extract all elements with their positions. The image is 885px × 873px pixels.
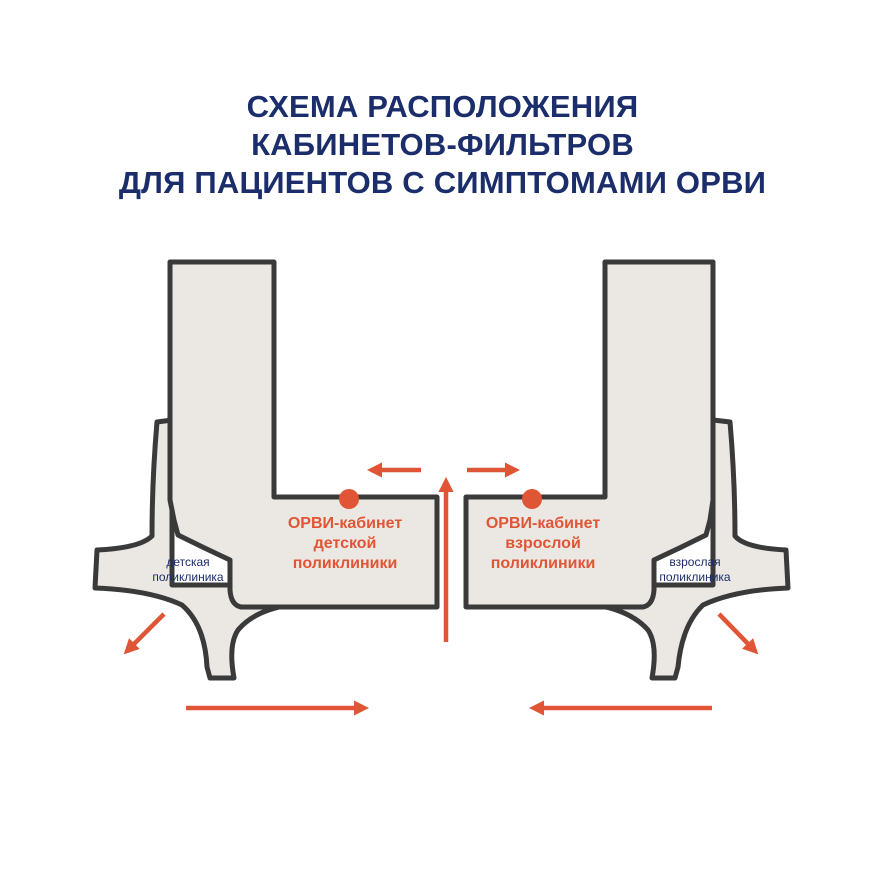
arrow-down-right-exit-icon: [717, 612, 759, 655]
left-room-label-line-3: поликлиники: [292, 555, 398, 572]
left-room-marker: [339, 489, 359, 509]
right-clinic-label: взрослая поликлиника: [640, 555, 750, 585]
right-room-label-line-2: взрослой: [505, 535, 581, 552]
left-room-label: ОРВИ-кабинет детской поликлиники: [260, 514, 430, 574]
right-room-label-line-1: ОРВИ-кабинет: [485, 515, 601, 532]
left-room-label-line-2: детской: [313, 535, 377, 552]
right-clinic-wing: [592, 417, 791, 681]
title-line-2: КАБИНЕТОВ-ФИЛЬТРОВ: [251, 127, 634, 162]
left-clinic-wing: [92, 417, 293, 681]
right-room-label: ОРВИ-кабинет взрослой поликлиники: [458, 514, 628, 574]
title-line-1: СХЕМА РАСПОЛОЖЕНИЯ: [246, 89, 639, 124]
left-building: [92, 259, 440, 681]
page-title: СХЕМА РАСПОЛОЖЕНИЯ КАБИНЕТОВ-ФИЛЬТРОВ ДЛ…: [0, 88, 885, 202]
arrow-down-left-exit-icon: [123, 612, 166, 655]
title-line-3: ДЛЯ ПАЦИЕНТОВ С СИМПТОМАМИ ОРВИ: [118, 165, 767, 200]
left-clinic-label-line-2: поликлиника: [152, 570, 224, 584]
right-room-label-line-3: поликлиники: [490, 555, 596, 572]
right-clinic-label-line-2: поликлиника: [659, 570, 731, 584]
right-building: [463, 259, 791, 681]
left-clinic-label: детская поликлиника: [133, 555, 243, 585]
left-room-label-line-1: ОРВИ-кабинет: [287, 515, 403, 532]
right-clinic-label-line-1: взрослая: [669, 555, 721, 569]
right-corridor-building: [463, 259, 716, 610]
left-corridor-building: [167, 259, 440, 610]
right-room-marker: [522, 489, 542, 509]
left-clinic-label-line-1: детская: [166, 555, 210, 569]
